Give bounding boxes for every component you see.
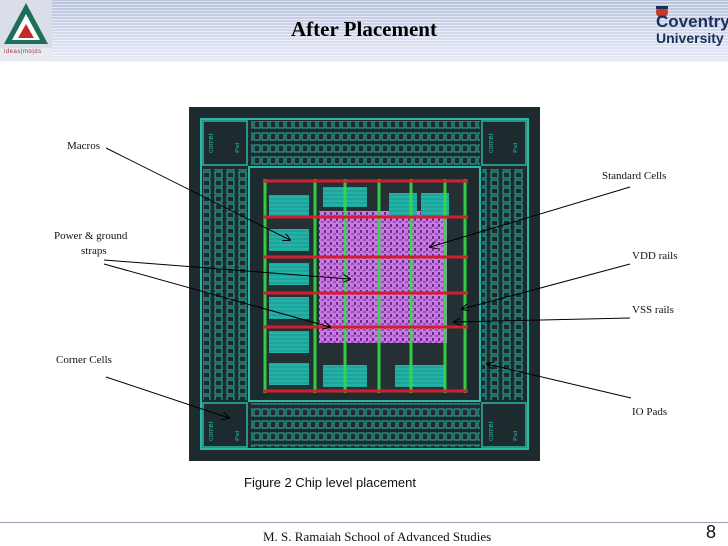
io-pads-top — [251, 121, 480, 165]
label-io-pads: IO Pads — [632, 406, 668, 418]
school-logo-text: ideas|mo|ds — [4, 49, 42, 55]
triangle-logo-icon — [0, 0, 52, 48]
page-number: 8 — [706, 522, 717, 542]
label-corner-cells: Corner Cells — [56, 354, 112, 366]
university-logo: Coventry University — [648, 2, 728, 58]
macro-blocks — [269, 187, 449, 387]
arrow-power-ground-1 — [103, 259, 350, 279]
label-vss-rails: VSS rails — [632, 304, 674, 316]
footer-divider — [0, 522, 728, 523]
footer-text: M. S. Ramaiah School of Advanced Studies — [263, 529, 492, 544]
chip-placement-photo: corner iPad corner iPad corner iPad corn… — [189, 107, 540, 461]
university-logo-line2: University — [656, 30, 724, 46]
chip-layout-drawing: corner iPad corner iPad corner iPad corn… — [189, 107, 540, 461]
standard-cell-region — [319, 211, 447, 343]
school-logo: ideas|mo|ds — [0, 0, 52, 60]
arrow-vdd-rails — [462, 263, 631, 309]
corner-label: corner — [488, 132, 495, 153]
arrow-macros — [105, 147, 290, 240]
arrow-io-pads — [487, 364, 632, 399]
arrow-standard-cells — [430, 186, 631, 247]
rails — [263, 179, 468, 393]
figure-caption: Figure 2 Chip level placement — [244, 475, 416, 490]
arrow-vss-rails — [454, 317, 631, 322]
university-logo-line1: Coventry — [656, 12, 728, 31]
pad-label: iPad — [235, 143, 241, 153]
pad-label: iPad — [513, 143, 519, 153]
corner-cell-top-left: corner iPad — [202, 120, 248, 166]
corner-label: corner — [208, 420, 215, 441]
pad-label: iPad — [513, 431, 519, 441]
pad-label: iPad — [235, 431, 241, 441]
header-band — [0, 0, 728, 62]
arrow-corner-cells — [105, 376, 229, 418]
corner-label: corner — [488, 420, 495, 441]
corner-label: corner — [208, 132, 215, 153]
power-straps — [263, 179, 467, 393]
label-power-ground-line2: straps — [81, 245, 107, 257]
label-power-ground-line1: Power & ground — [54, 230, 128, 242]
io-pads-bottom — [251, 403, 480, 447]
corner-cell-bottom-left: corner iPad — [202, 402, 248, 448]
corner-cell-top-right: corner iPad — [481, 120, 527, 166]
corner-cell-bottom-right: corner iPad — [481, 402, 527, 448]
label-vdd-rails: VDD rails — [632, 250, 678, 262]
page-title: After Placement — [291, 17, 437, 41]
label-macros: Macros — [67, 140, 100, 152]
arrow-power-ground-2 — [103, 263, 330, 327]
label-standard-cells: Standard Cells — [602, 170, 667, 182]
crest-icon — [656, 6, 668, 18]
